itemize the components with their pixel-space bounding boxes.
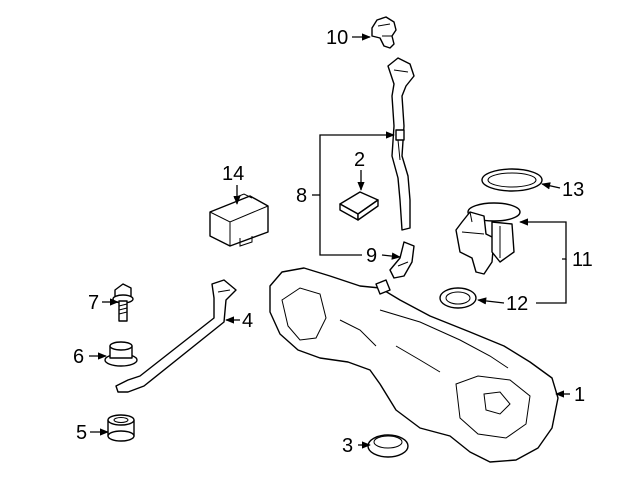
part-grommet (104, 341, 138, 367)
callout-7: 7 (88, 292, 99, 314)
callout-3: 3 (342, 435, 353, 457)
callout-13: 13 (562, 179, 584, 201)
part-plug-cap (367, 434, 409, 458)
part-seal-ring-13 (481, 168, 543, 192)
callout-12: 12 (506, 293, 528, 315)
callout-6: 6 (73, 346, 84, 368)
part-fuel-tank (269, 267, 559, 463)
callout-8: 8 (296, 185, 307, 207)
callout-11: 11 (572, 249, 593, 271)
callout-1: 1 (574, 384, 585, 406)
callout-14: 14 (222, 163, 244, 185)
part-hose (389, 241, 415, 279)
callout-4: 4 (242, 310, 253, 332)
part-label (339, 191, 379, 221)
part-bushing (107, 414, 135, 442)
part-fuel-pump (455, 202, 521, 275)
part-tank-strap (115, 279, 237, 393)
callout-10: 10 (326, 27, 348, 49)
callout-2: 2 (354, 149, 365, 171)
part-filler-cap (371, 16, 397, 49)
leader-lines (89, 33, 570, 449)
callout-9: 9 (366, 245, 377, 267)
part-filler-neck (387, 57, 415, 231)
callout-5: 5 (76, 422, 87, 444)
part-control-module (209, 193, 269, 247)
part-lock-ring-12 (439, 287, 477, 309)
callout-labels: 10 2 14 8 9 13 11 12 7 4 6 1 5 3 (73, 27, 593, 457)
